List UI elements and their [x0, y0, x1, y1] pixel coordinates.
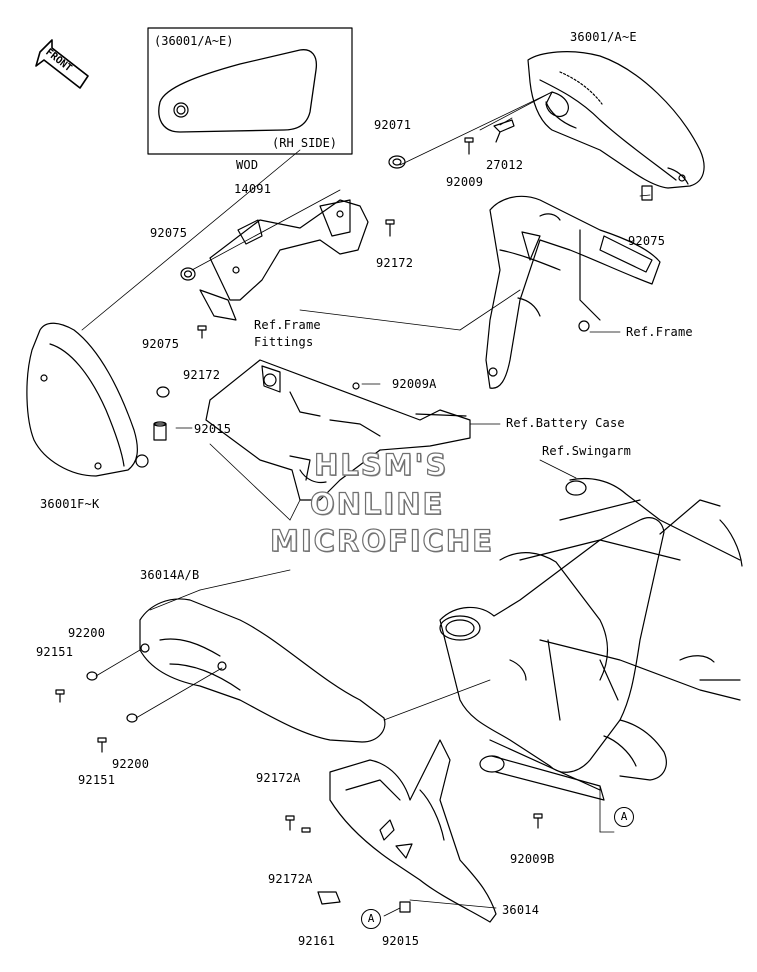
part-label[interactable]: 92172 — [376, 256, 414, 270]
part-label[interactable]: 36001F~K — [40, 497, 100, 511]
part-label[interactable]: 92172A — [256, 771, 301, 785]
grommet-92071 — [388, 155, 406, 169]
watermark-line-1: HLSM'S — [313, 447, 449, 482]
spacer-92015-upper — [153, 421, 167, 441]
part-label[interactable]: 27012 — [486, 158, 524, 172]
part-label[interactable]: 92172 — [183, 368, 221, 382]
part-label[interactable]: 92200 — [112, 757, 150, 771]
part-label[interactable]: 92009 — [446, 175, 484, 189]
side-cover-lh — [26, 322, 149, 477]
pad-92161 — [317, 891, 341, 905]
bolt-92009b — [533, 813, 543, 829]
part-label[interactable]: 36001/A~E — [570, 30, 637, 44]
inset-side-label: (RH SIDE) — [272, 136, 338, 150]
bolt-92172a-upper — [285, 815, 295, 831]
swingarm-assembly — [439, 477, 743, 801]
part-label[interactable]: 92200 — [68, 626, 106, 640]
bolt-92172-upper — [385, 219, 395, 237]
part-label[interactable]: 36014 — [502, 903, 540, 917]
bracket-27012 — [493, 119, 515, 143]
leader-lines — [81, 149, 621, 917]
bolt-92172a-lower — [301, 827, 311, 833]
ref-battery-case: Ref.Battery Case — [506, 416, 625, 430]
inset-title: (36001/A~E) — [154, 34, 234, 48]
chain-cover-36014ab — [139, 598, 386, 743]
part-label[interactable]: 92071 — [374, 118, 412, 132]
frame-assembly — [485, 195, 661, 389]
part-label[interactable]: 36014A/B — [140, 568, 200, 582]
part-label[interactable]: 92151 — [36, 645, 74, 659]
front-arrow-icon — [35, 39, 89, 89]
grommet-92075-lower — [156, 386, 170, 398]
leader-line — [399, 91, 553, 166]
bolt-92151-upper — [55, 689, 65, 703]
part-label[interactable]: 92161 — [298, 934, 336, 948]
watermark-line-3: MICROFICHE — [269, 523, 494, 558]
callout-a-bottom[interactable]: A — [361, 909, 381, 929]
grommet-92075-left — [180, 267, 196, 281]
ref-frame: Ref.Frame — [626, 325, 693, 339]
part-label[interactable]: 92075 — [150, 226, 188, 240]
part-label[interactable]: 14091 — [234, 182, 272, 196]
part-label[interactable]: 92151 — [78, 773, 116, 787]
spacer-92015-lower — [399, 901, 411, 913]
grommet-92075-right — [641, 185, 653, 201]
battery-case-assembly — [205, 359, 471, 501]
part-label[interactable]: WOD — [236, 158, 259, 172]
inset-box — [147, 27, 353, 155]
washer-92200-lower — [126, 713, 138, 723]
bolt-92009 — [464, 137, 474, 155]
frame-fittings-bracket — [199, 199, 369, 321]
side-cover-rh — [527, 51, 705, 189]
ref-frame-fittings: Ref.Frame Fittings — [254, 318, 321, 349]
bolt-92151-lower — [97, 737, 107, 753]
ref-swingarm: Ref.Swingarm — [542, 444, 632, 458]
bolt-92172-left — [197, 325, 207, 339]
lower-cover-36014 — [329, 739, 497, 923]
part-label[interactable]: 92015 — [382, 934, 420, 948]
part-label[interactable]: 92075 — [142, 337, 180, 351]
part-label[interactable]: 92172A — [268, 872, 313, 886]
part-label[interactable]: 92009A — [392, 377, 437, 391]
washer-92200-upper — [86, 671, 98, 681]
part-label[interactable]: 92009B — [510, 852, 555, 866]
watermark-line-2: ONLINE — [309, 486, 445, 521]
part-label[interactable]: 92075 — [628, 234, 666, 248]
callout-a-right[interactable]: A — [614, 807, 634, 827]
part-label[interactable]: 92015 — [194, 422, 232, 436]
